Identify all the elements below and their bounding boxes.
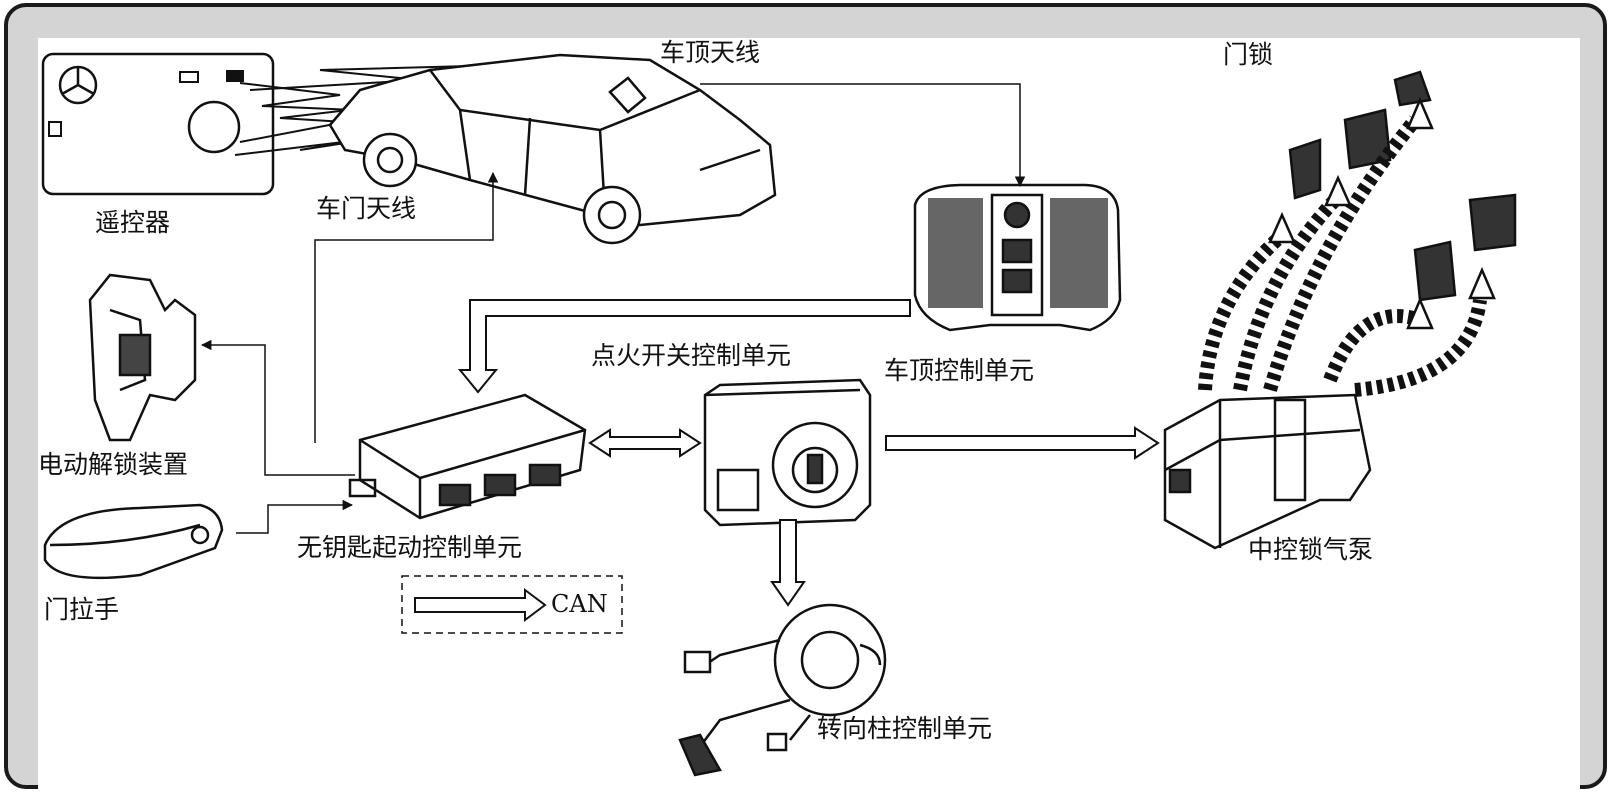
door-handle-device [43, 503, 224, 580]
label-steering-column-unit: 转向柱控制单元 [817, 714, 993, 743]
roof-to-keyless-arrow [457, 299, 911, 394]
label-roof-control-unit: 车顶控制单元 [884, 356, 1035, 385]
keyless-ignition-arrow [588, 428, 702, 458]
label-remote: 遥控器 [95, 208, 171, 237]
remote-control [41, 52, 275, 196]
label-door-lock: 门锁 [1223, 40, 1274, 69]
label-ignition-control-unit: 点火开关控制单元 [591, 341, 792, 370]
label-central-lock-pump: 中控锁气泵 [1248, 535, 1374, 564]
can-legend [401, 575, 623, 634]
actuator-hoses [1198, 115, 1487, 397]
car-illustration [328, 53, 777, 245]
roof-control-unit [913, 183, 1122, 332]
label-door-handle: 门拉手 [44, 595, 120, 624]
can-links [457, 299, 1160, 607]
label-electric-unlock: 电动解锁装置 [38, 450, 189, 479]
steering-column-unit [678, 603, 887, 777]
unlock-device-line [200, 339, 355, 476]
ignition-pump-arrow [885, 426, 1160, 460]
label-keyless-control-unit: 无钥匙起动控制单元 [297, 533, 523, 562]
roof-antenna-line [700, 83, 1026, 188]
electric-unlock-device [88, 273, 197, 442]
signal-lines [200, 83, 1026, 534]
label-door-antenna: 车门天线 [316, 194, 417, 223]
door-locks [1288, 70, 1517, 302]
door-handle-line [236, 499, 354, 534]
label-can: CAN [551, 590, 608, 618]
hose-arrowheads [1268, 96, 1496, 330]
central-lock-pump [1163, 393, 1372, 550]
ignition-steering-arrow [770, 519, 806, 607]
keyless-control-unit-box [348, 393, 587, 520]
door-antenna-line [314, 171, 499, 443]
label-roof-antenna: 车顶天线 [660, 38, 761, 67]
ignition-switch-unit [703, 378, 872, 527]
